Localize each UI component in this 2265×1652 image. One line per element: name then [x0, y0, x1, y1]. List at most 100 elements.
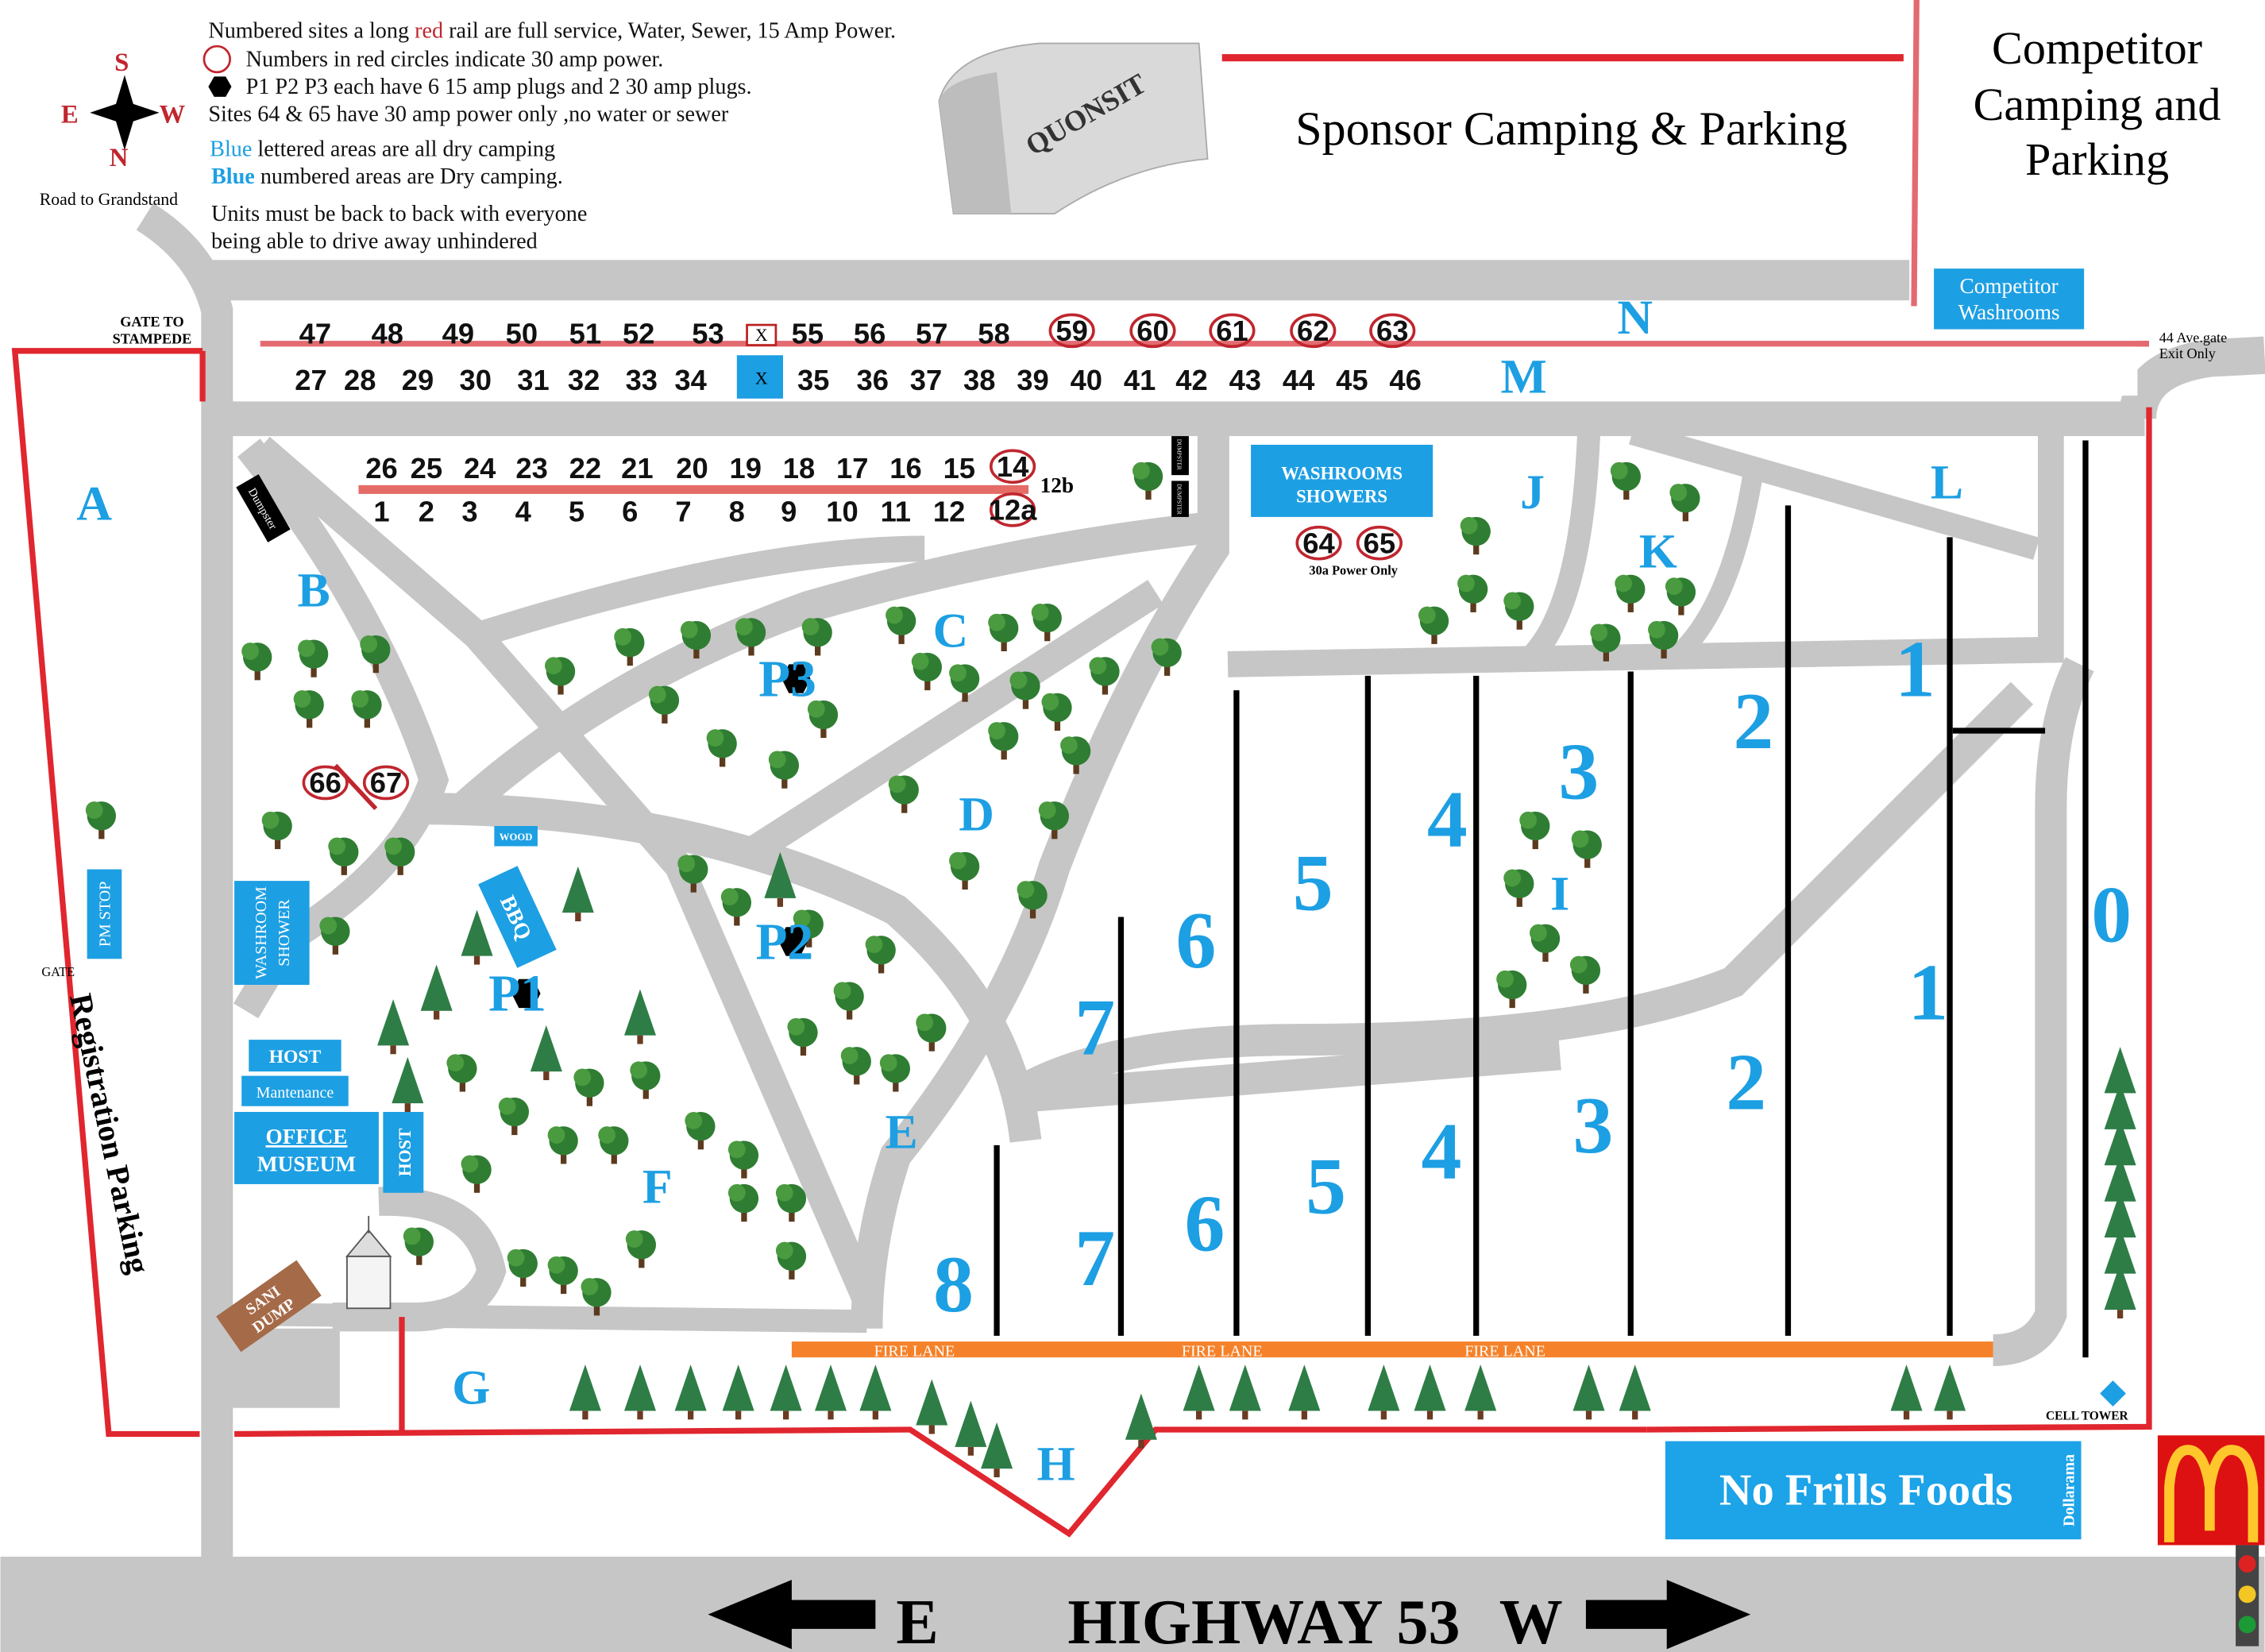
- site-number[interactable]: 26: [365, 452, 397, 484]
- sani-dump[interactable]: SANI DUMP: [216, 1260, 322, 1353]
- field-number[interactable]: 6: [1176, 896, 1217, 986]
- site-number[interactable]: 24: [464, 452, 496, 484]
- site-number[interactable]: 19: [730, 452, 762, 484]
- site-number[interactable]: 6: [622, 495, 638, 527]
- area-letter[interactable]: D: [959, 787, 994, 841]
- site-number[interactable]: 65: [1364, 527, 1395, 559]
- competitor-washrooms[interactable]: Competitor Washrooms: [1934, 268, 2085, 330]
- office-museum[interactable]: OFFICE MUSEUM: [234, 1112, 379, 1184]
- area-letter[interactable]: M: [1501, 350, 1547, 404]
- site-number[interactable]: 2: [419, 495, 434, 527]
- field-number[interactable]: 3: [1573, 1081, 1614, 1171]
- site-number[interactable]: 12: [933, 495, 965, 527]
- site-number[interactable]: 35: [797, 364, 829, 396]
- site-number[interactable]: 67: [370, 766, 402, 799]
- site-number[interactable]: 42: [1175, 364, 1207, 396]
- area-letter[interactable]: E: [885, 1105, 917, 1159]
- site-number[interactable]: 12a: [989, 494, 1037, 527]
- site-number[interactable]: 52: [623, 318, 654, 350]
- area-letter[interactable]: F: [642, 1160, 673, 1214]
- site-number[interactable]: 28: [344, 364, 376, 396]
- field-number[interactable]: 1: [1895, 624, 1935, 714]
- site-number[interactable]: 50: [506, 318, 538, 350]
- site-number[interactable]: 59: [1055, 315, 1087, 347]
- site-number[interactable]: 39: [1017, 364, 1048, 396]
- area-letter[interactable]: J: [1520, 465, 1545, 519]
- site-number[interactable]: 27: [295, 364, 326, 396]
- washroom-shower-building[interactable]: WASHROOM SHOWER: [234, 881, 310, 985]
- site-number[interactable]: 30: [460, 364, 492, 396]
- site-number[interactable]: 60: [1136, 315, 1168, 347]
- area-letter[interactable]: G: [452, 1361, 490, 1415]
- site-number[interactable]: 4: [515, 495, 532, 527]
- site-number[interactable]: 1: [373, 495, 389, 527]
- site-number[interactable]: 25: [411, 452, 442, 484]
- area-letter[interactable]: C: [933, 604, 969, 658]
- field-number[interactable]: 2: [1733, 677, 1773, 766]
- bbq-building[interactable]: BBQ: [478, 866, 557, 968]
- site-number[interactable]: 56: [854, 318, 886, 350]
- no-frills-foods[interactable]: No Frills Foods Dollarama: [1665, 1441, 2082, 1540]
- site-number[interactable]: 29: [402, 364, 434, 396]
- site-number[interactable]: 66: [309, 766, 341, 799]
- site-number[interactable]: 22: [569, 452, 601, 484]
- site-number[interactable]: 9: [781, 495, 797, 527]
- site-number[interactable]: 45: [1336, 364, 1368, 396]
- field-number[interactable]: 1: [1908, 948, 1948, 1038]
- area-letter[interactable]: N: [1617, 291, 1653, 345]
- host-building[interactable]: HOST: [249, 1040, 341, 1072]
- field-number[interactable]: 5: [1293, 838, 1333, 928]
- site-number[interactable]: 49: [442, 318, 474, 350]
- site-number[interactable]: 7: [675, 495, 691, 527]
- site-number[interactable]: 57: [916, 318, 947, 350]
- washrooms-showers[interactable]: WASHROOMS SHOWERS: [1251, 445, 1433, 517]
- site-number[interactable]: 55: [792, 318, 824, 350]
- wood-shed[interactable]: WOOD: [494, 826, 538, 847]
- site-number[interactable]: 15: [943, 452, 975, 484]
- site-number[interactable]: 12b: [1040, 473, 1074, 497]
- field-number[interactable]: 4: [1422, 1107, 1462, 1197]
- field-number[interactable]: 5: [1306, 1141, 1346, 1231]
- site-number[interactable]: 53: [692, 318, 723, 350]
- site-number[interactable]: 48: [372, 318, 403, 350]
- field-number[interactable]: 8: [933, 1240, 974, 1330]
- site-number[interactable]: 23: [515, 452, 547, 484]
- site-number[interactable]: 40: [1071, 364, 1102, 396]
- site-number[interactable]: 33: [626, 364, 658, 396]
- area-letter[interactable]: I: [1550, 867, 1569, 921]
- site-number[interactable]: 63: [1376, 315, 1408, 347]
- area-letter[interactable]: H: [1037, 1438, 1075, 1492]
- site-number[interactable]: 14: [997, 450, 1029, 483]
- site-number[interactable]: 41: [1124, 364, 1156, 396]
- site-number[interactable]: 43: [1229, 364, 1261, 396]
- site-number[interactable]: 61: [1216, 315, 1248, 347]
- field-number[interactable]: 3: [1558, 727, 1599, 816]
- area-letter[interactable]: L: [1931, 455, 1963, 509]
- field-number[interactable]: 2: [1726, 1037, 1766, 1127]
- area-letter[interactable]: B: [297, 564, 330, 618]
- field-number[interactable]: 4: [1427, 774, 1468, 864]
- site-number[interactable]: 8: [729, 495, 745, 527]
- site-number[interactable]: 17: [836, 452, 868, 484]
- site-number[interactable]: 10: [826, 495, 858, 527]
- field-number[interactable]: 0: [2091, 870, 2132, 959]
- site-number[interactable]: 62: [1297, 315, 1329, 347]
- site-number[interactable]: 51: [569, 318, 601, 350]
- site-number[interactable]: 11: [881, 495, 911, 527]
- site-number[interactable]: 5: [569, 495, 585, 527]
- site-number[interactable]: 36: [857, 364, 889, 396]
- site-number[interactable]: 18: [783, 452, 815, 484]
- site-number[interactable]: 31: [517, 364, 549, 396]
- site-number[interactable]: 38: [963, 364, 995, 396]
- area-letter[interactable]: K: [1639, 525, 1677, 579]
- field-number[interactable]: 7: [1075, 982, 1115, 1072]
- pm-stop[interactable]: PM STOP: [87, 869, 122, 959]
- site-number[interactable]: 34: [674, 364, 707, 396]
- site-number[interactable]: 44: [1283, 364, 1315, 396]
- site-number[interactable]: 47: [299, 318, 331, 350]
- maintenance-building[interactable]: Mantenance: [241, 1075, 349, 1106]
- site-number[interactable]: 21: [621, 452, 653, 484]
- field-number[interactable]: 6: [1184, 1179, 1225, 1269]
- site-number[interactable]: 58: [978, 318, 1009, 350]
- area-letter[interactable]: A: [76, 477, 112, 531]
